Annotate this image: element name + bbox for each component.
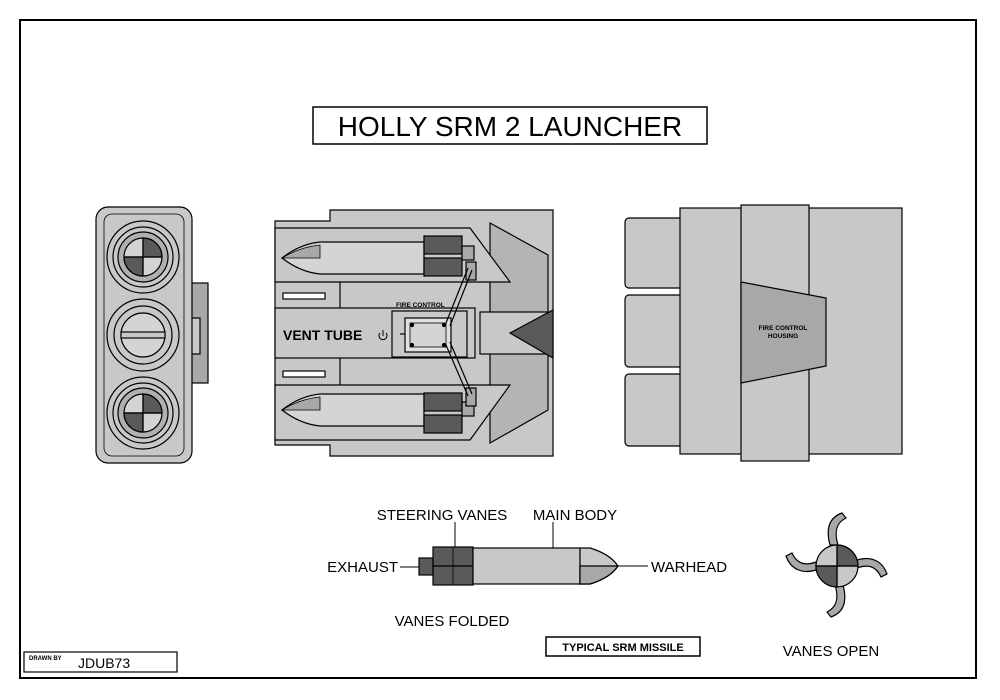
- vanes-open-label: VANES OPEN: [783, 643, 879, 660]
- launch-tube-top: [106, 220, 180, 294]
- drawn-by-name: JDUB73: [78, 655, 130, 671]
- fire-control-housing: [740, 281, 827, 384]
- power-icon: [378, 330, 388, 341]
- vanes-folded-label: VANES FOLDED: [395, 613, 510, 630]
- warhead-label: WARHEAD: [651, 559, 727, 576]
- page-title: HOLLY SRM 2 LAUNCHER: [338, 111, 682, 142]
- top-missile-upper: [280, 235, 477, 281]
- exhaust-label: EXHAUST: [327, 559, 398, 576]
- title-block: HOLLY SRM 2 LAUNCHER: [312, 106, 708, 145]
- top-missile-lower: [280, 387, 477, 434]
- drawn-by-label: DRAWN BY: [29, 656, 62, 662]
- side-view: FIRE CONTROL HOUSING: [624, 204, 903, 462]
- housing-label-line2: HOUSING: [768, 333, 798, 340]
- top-view: VENT TUBE FIRE CONTROL: [274, 209, 554, 457]
- fire-control-unit: [391, 267, 473, 397]
- launch-tube-bottom: [106, 376, 180, 450]
- front-view: [95, 206, 209, 464]
- main-body-label: MAIN BODY: [533, 507, 617, 524]
- housing-label-line1: FIRE CONTROL: [759, 325, 808, 332]
- missile-detail: [400, 522, 648, 586]
- fire-control-label: FIRE CONTROL: [396, 302, 445, 309]
- steering-vanes-label: STEERING VANES: [377, 507, 508, 524]
- credit-block: DRAWN BY JDUB73: [23, 651, 178, 673]
- vanes-open-view: [785, 512, 888, 618]
- vent-tube-plug: [106, 298, 180, 372]
- missile-caption: TYPICAL SRM MISSILE: [545, 636, 701, 657]
- missile-caption-text: TYPICAL SRM MISSILE: [562, 642, 683, 654]
- vent-tube-label: VENT TUBE: [283, 327, 362, 343]
